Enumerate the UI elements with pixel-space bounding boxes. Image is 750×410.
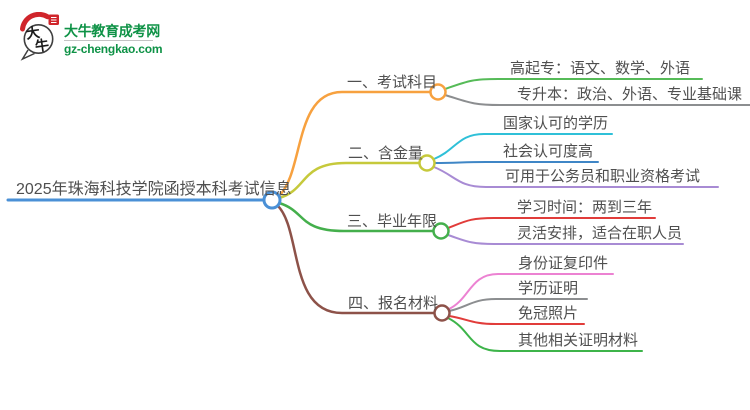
subtopic-4-3-label: 免冠照片 — [518, 305, 579, 322]
subtopic-2-3-line — [433, 166, 719, 188]
subtopic-2-3-label: 可用于公务员和职业资格考试 — [505, 168, 701, 185]
logo-seal-marks — [51, 17, 57, 23]
subtopic-2-2-label: 社会认可度高 — [503, 143, 594, 160]
branch-4-label: 四、报名材料 — [348, 295, 439, 312]
subtopic-1-2-label: 专升本：政治、外语、专业基础课 — [517, 86, 743, 103]
subtopic-4-2-label: 学历证明 — [518, 280, 579, 297]
subtopic-2-2-line — [434, 161, 599, 164]
root-topic-label: 2025年珠海科技学院函授本科考试信息 — [16, 181, 292, 198]
site-name: 大牛教育成考网 — [64, 23, 160, 39]
site-domain-text: gz-chengkao.com — [64, 42, 163, 56]
branch-1-label: 一、考试科目 — [347, 74, 438, 91]
logo-char-top: 大 — [25, 24, 41, 42]
subtopic-4-1-label: 身份证复印件 — [518, 255, 609, 272]
subtopic-2-1-label: 国家认可的学历 — [503, 115, 609, 132]
subtopic-1-2-line — [444, 94, 750, 106]
branch-2-node-circle — [418, 154, 436, 172]
subtopic-3-2-line — [447, 234, 684, 245]
branch-2-line — [277, 161, 422, 200]
logo-divider — [64, 40, 153, 41]
branch-4-line — [275, 203, 437, 315]
branch-3-line — [277, 201, 436, 233]
subtopic-3-1-line — [447, 217, 656, 229]
branch-1-node-circle — [429, 83, 447, 101]
subtopic-1-1-label: 高起专：语文、数学、外语 — [510, 60, 691, 77]
subtopic-1-1-line — [444, 78, 703, 90]
branch-3-label: 三、毕业年限 — [347, 213, 438, 230]
logo-red-arc — [20, 12, 50, 32]
site-logo-icon: 大 牛 — [20, 12, 59, 61]
branch-1-line — [277, 90, 433, 198]
subtopic-2-1-line — [433, 133, 613, 160]
subtopic-4-2-line — [448, 298, 588, 312]
branch-2-label: 二、含金量 — [348, 145, 424, 162]
branch-3-node-circle — [432, 222, 450, 240]
branch-4-node-circle — [433, 304, 451, 322]
logo-char-bottom: 牛 — [34, 37, 50, 55]
subtopic-4-3-line — [448, 315, 585, 325]
subtopic-4-4-label: 其他相关证明材料 — [518, 332, 639, 349]
subtopic-4-4-line — [447, 317, 643, 352]
subtopic-3-1-label: 学习时间：两到三年 — [517, 199, 653, 216]
subtopic-3-2-label: 灵活安排，适合在职人员 — [517, 225, 683, 242]
subtopic-4-1-line — [448, 273, 614, 310]
root-node-circle — [262, 190, 282, 210]
site-logo: 大 牛 大牛教育成考网 gz-chengkao.com — [18, 12, 258, 62]
logo-bubble — [23, 24, 54, 54]
